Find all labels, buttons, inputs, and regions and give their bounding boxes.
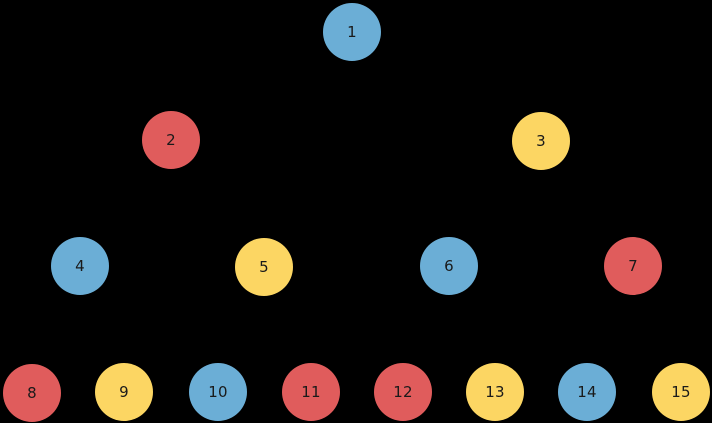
graph-node-label: 15 — [671, 382, 691, 401]
graph-node[interactable]: 14 — [558, 363, 616, 421]
graph-node-label: 2 — [166, 130, 176, 149]
graph-node[interactable]: 13 — [466, 363, 524, 421]
graph-node[interactable]: 5 — [235, 238, 293, 296]
graph-node-label: 13 — [485, 382, 505, 401]
graph-node[interactable]: 12 — [374, 363, 432, 421]
graph-node[interactable]: 9 — [95, 363, 153, 421]
graph-node[interactable]: 15 — [652, 363, 710, 421]
graph-node-label: 4 — [75, 256, 85, 275]
graph-node[interactable]: 6 — [420, 237, 478, 295]
graph-node-label: 6 — [444, 256, 454, 275]
graph-node-label: 3 — [536, 131, 546, 150]
graph-node-label: 8 — [27, 383, 37, 402]
graph-node-label: 9 — [119, 382, 129, 401]
graph-node-label: 7 — [628, 256, 638, 275]
graph-node[interactable]: 4 — [51, 237, 109, 295]
graph-node[interactable]: 8 — [3, 364, 61, 422]
graph-node-label: 5 — [259, 257, 269, 276]
graph-node[interactable]: 2 — [142, 111, 200, 169]
graph-node-label: 1 — [347, 22, 357, 41]
graph-node-label: 14 — [577, 382, 597, 401]
graph-node[interactable]: 3 — [512, 112, 570, 170]
graph-node[interactable]: 7 — [604, 237, 662, 295]
graph-node[interactable]: 11 — [282, 363, 340, 421]
graph-node-label: 12 — [393, 382, 413, 401]
graph-node-label: 11 — [301, 382, 321, 401]
graph-node[interactable]: 10 — [189, 363, 247, 421]
graph-node[interactable]: 1 — [323, 3, 381, 61]
graph-node-label: 10 — [208, 382, 228, 401]
